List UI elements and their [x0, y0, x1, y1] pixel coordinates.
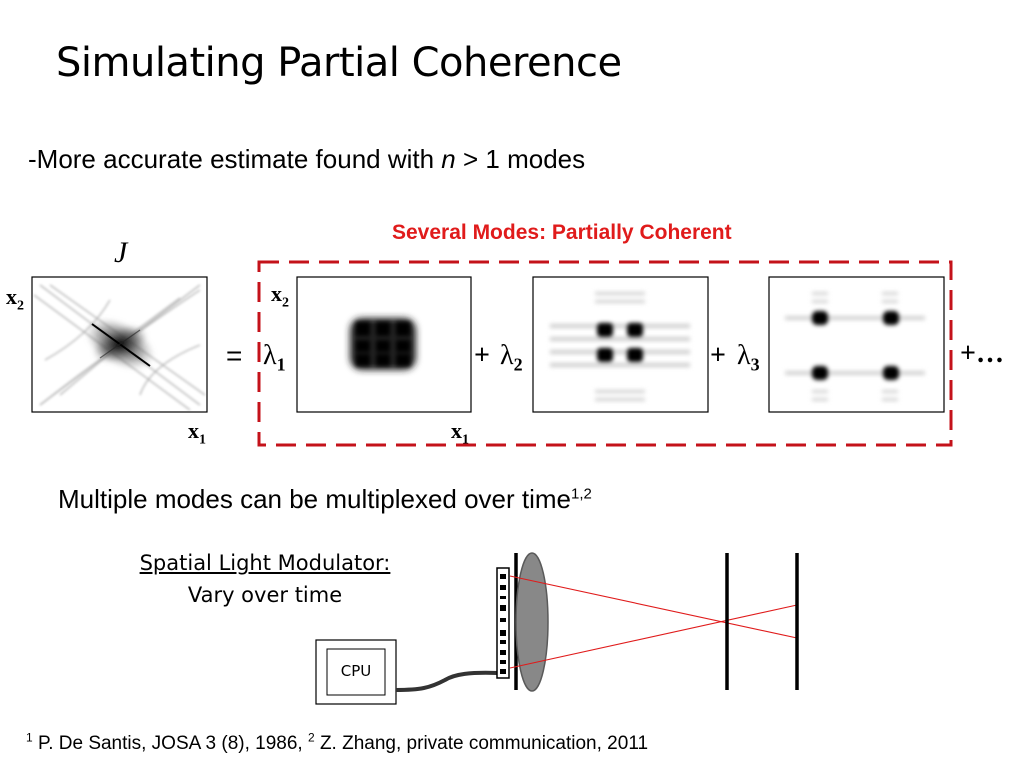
mode-3-image [768, 276, 945, 413]
slm-caption-line2: Vary over time [187, 583, 343, 607]
mode-1-image [296, 276, 472, 413]
j-y-axis-label: x2 [6, 284, 24, 314]
j-x-axis-label: x1 [188, 418, 206, 448]
modes-label: Several Modes: Partially Coherent [392, 221, 732, 244]
ellipsis-term: +… [960, 338, 1004, 369]
slide-title: Simulating Partial Coherence [56, 40, 622, 86]
slm-caption: Spatial Light Modulator: Vary over time [100, 547, 430, 611]
citation: 1 P. De Santis, JOSA 3 (8), 1986, 2 Z. Z… [26, 730, 649, 754]
optical-setup [315, 552, 799, 705]
cpu-label: CPU [340, 662, 372, 680]
slm-pixels [500, 574, 506, 674]
lambda-2: λ2 [500, 340, 523, 375]
modes-dashed-box [257, 260, 953, 447]
cpu-cable [395, 670, 499, 692]
cpu-inner-box [326, 648, 386, 696]
lambda-3: λ3 [737, 340, 760, 375]
j-label: J [114, 236, 128, 269]
lambda-1: λ1 [263, 340, 286, 375]
multiplex-text: Multiple modes can be multiplexed over t… [58, 484, 592, 514]
plus-sign-2: + [710, 340, 726, 371]
mode-y-axis-label: x2 [271, 281, 289, 311]
light-rays [509, 575, 798, 669]
bullet-text: -More accurate estimate found with n > 1… [28, 144, 586, 174]
lens [515, 552, 549, 692]
mode-2-image [532, 276, 709, 413]
j-matrix-image [31, 276, 208, 413]
mode-x-axis-label: x1 [451, 418, 469, 448]
slm-caption-line1: Spatial Light Modulator: [139, 551, 391, 575]
equals-sign: = [226, 340, 243, 371]
plus-sign-1: + [474, 340, 490, 371]
